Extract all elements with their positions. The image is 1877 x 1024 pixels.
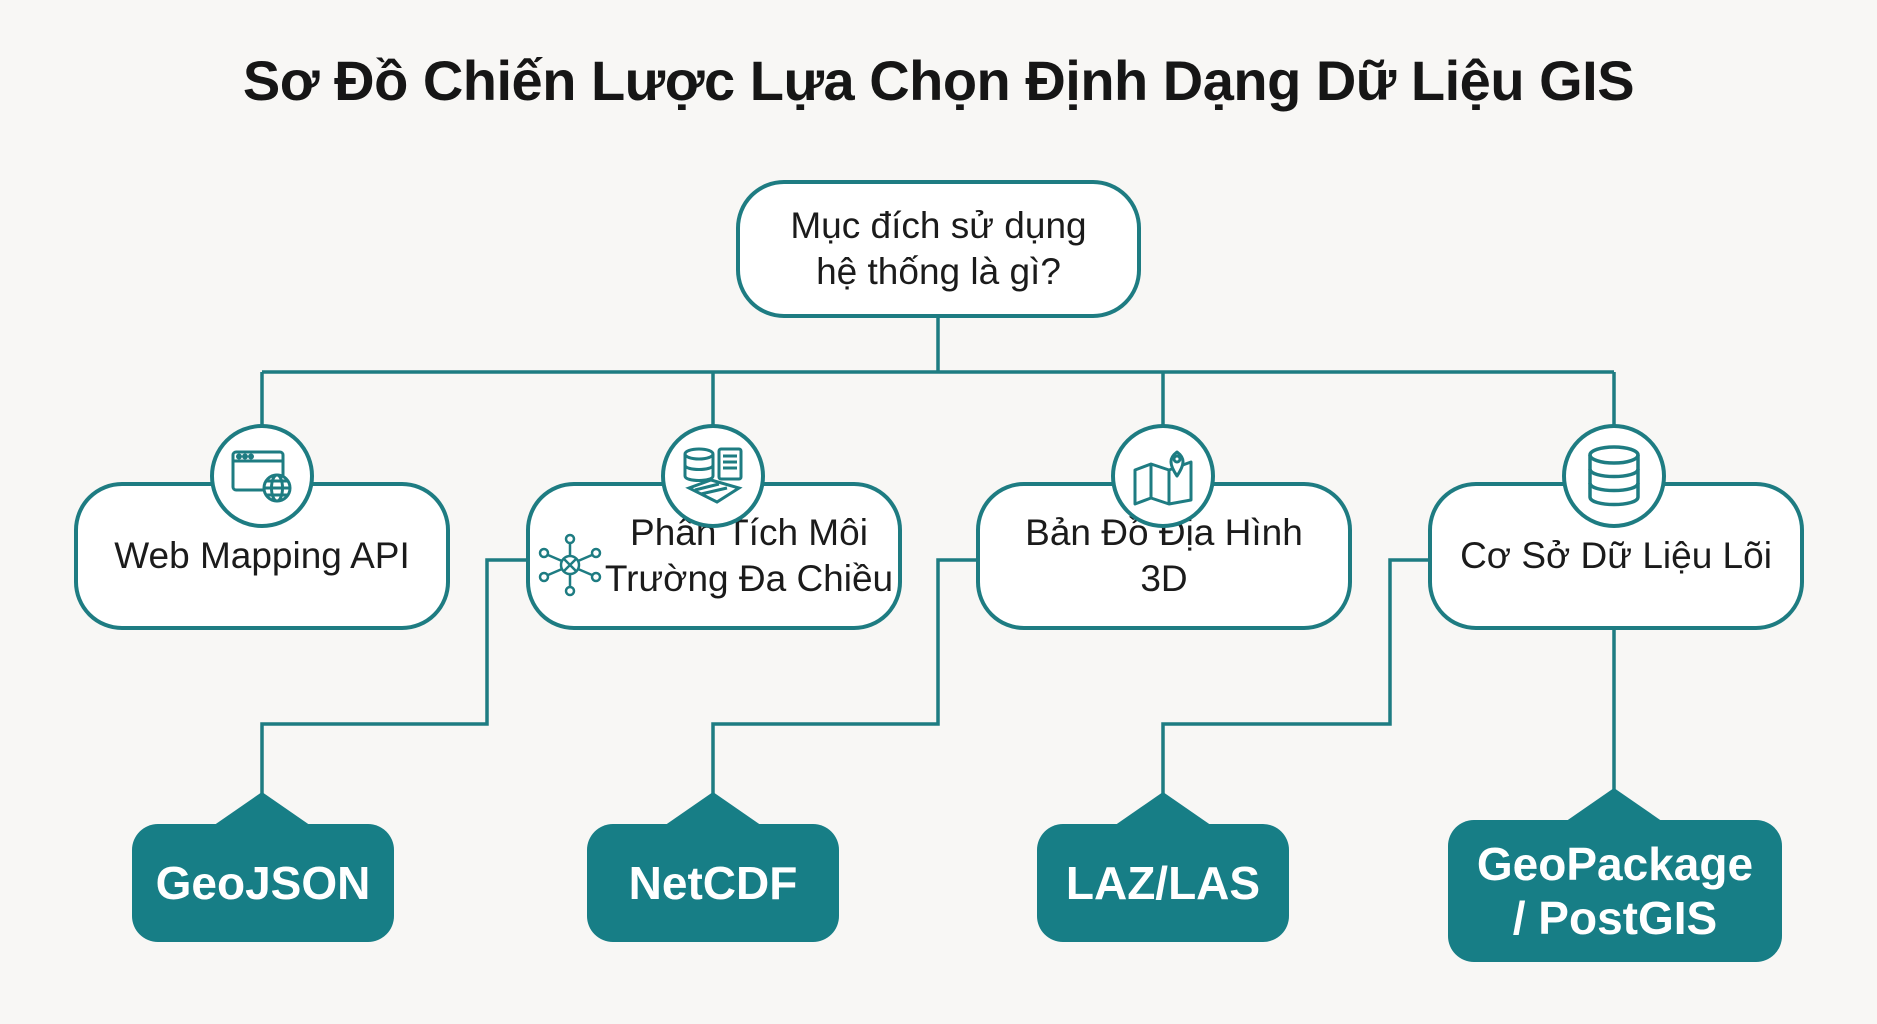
category-label-environment-analysis: Phân Tích Môi Trường Đa Chiều (604, 512, 894, 599)
connector-cat-1-format (260, 558, 526, 800)
root-question-node: Mục đích sử dụng hệ thống là gì? (736, 180, 1141, 318)
map-pin-icon-badge (1111, 424, 1215, 528)
format-box-geopackage-postgis: GeoPackage / PostGIS (1448, 820, 1782, 962)
diagram-title: Sơ Đồ Chiến Lược Lựa Chọn Định Dạng Dữ L… (242, 49, 1635, 112)
data-layers-icon (683, 447, 743, 504)
web-globe-icon-badge (210, 424, 314, 528)
format-box-netcdf: NetCDF (587, 824, 839, 942)
data-layers-icon-badge (661, 424, 765, 528)
database-icon-badge (1562, 424, 1666, 528)
root-question-label: Mục đích sử dụng hệ thống là gì? (790, 205, 1087, 292)
category-label-web-mapping: Web Mapping API (114, 535, 410, 576)
database-icon (1588, 445, 1640, 507)
format-4-pointer (1562, 788, 1666, 824)
format-2-pointer (661, 792, 765, 828)
connector-cat-3-format (1161, 558, 1428, 800)
format-1-pointer (210, 792, 314, 828)
network-icon (538, 533, 602, 597)
map-pin-icon (1133, 450, 1193, 506)
format-3-pointer (1111, 792, 1215, 828)
connector-root-bus (262, 318, 1614, 374)
format-box-laz-las: LAZ/LAS (1037, 824, 1289, 942)
web-globe-icon (231, 450, 292, 503)
category-label-core-database: Cơ Sở Dữ Liệu Lõi (1460, 535, 1772, 576)
format-box-geojson: GeoJSON (132, 824, 394, 942)
connector-cat-2-format (711, 558, 976, 800)
